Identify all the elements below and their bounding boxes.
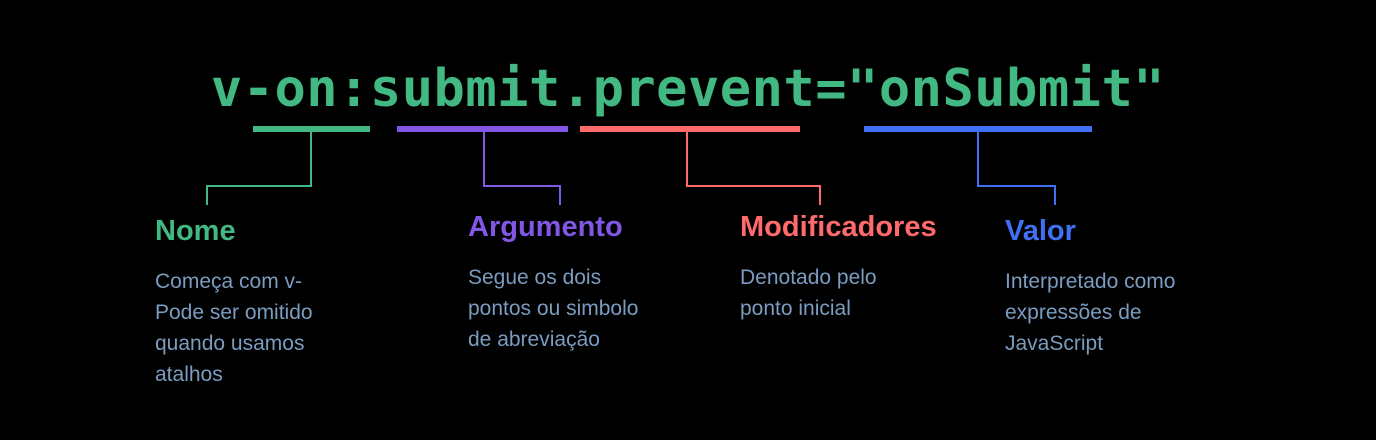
- title-modificadores: Modificadores: [740, 211, 937, 243]
- underline-nome: [253, 126, 370, 132]
- underline-valor: [864, 126, 1092, 132]
- description-valor: Interpretado como expressões de JavaScri…: [1005, 270, 1176, 355]
- connector-modificadores: [686, 132, 821, 205]
- title-argumento: Argumento: [468, 211, 623, 243]
- connector-nome: [206, 132, 312, 205]
- description-argumento: Segue os dois pontos ou simbolo de abrev…: [468, 266, 639, 351]
- code-expression: v-on:submit.prevent="onSubmit": [210, 59, 1166, 119]
- underline-argumento: [397, 126, 568, 132]
- title-valor: Valor: [1005, 215, 1076, 247]
- underline-modificadores: [580, 126, 800, 132]
- title-nome: Nome: [155, 215, 236, 247]
- connector-valor: [977, 132, 1056, 205]
- connector-argumento: [483, 132, 561, 205]
- description-modificadores: Denotado pelo ponto inicial: [740, 266, 877, 320]
- description-nome: Começa com v- Pode ser omitido quando us…: [155, 270, 313, 386]
